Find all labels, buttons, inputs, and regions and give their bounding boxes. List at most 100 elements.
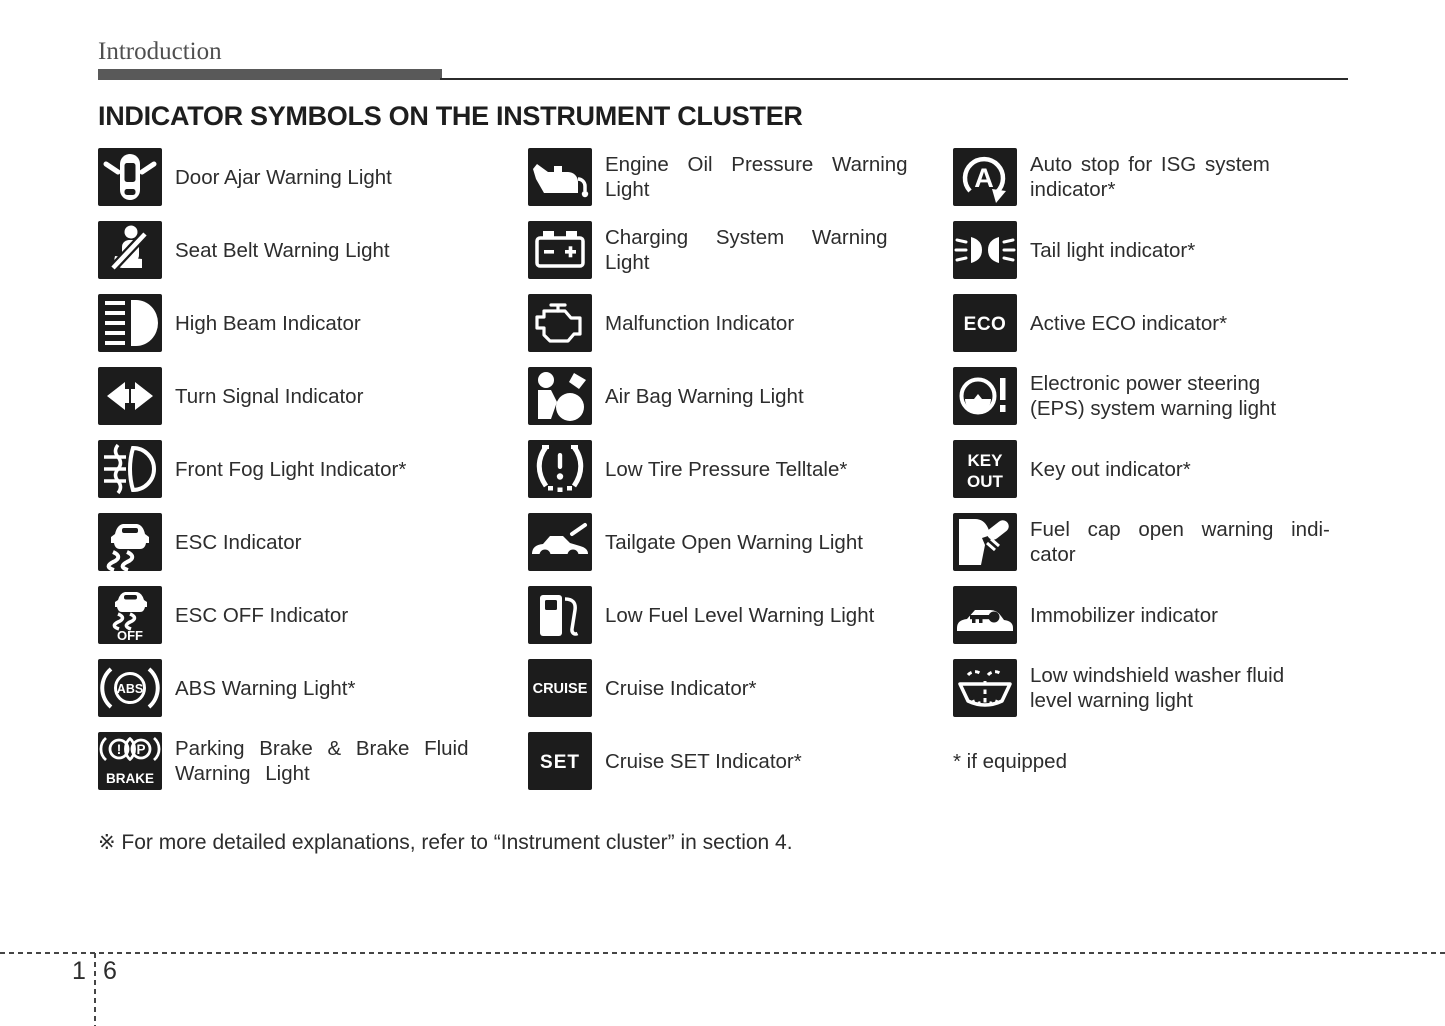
indicator-label: Auto stop for ISG system indicator* <box>1030 153 1270 201</box>
indicator-label: Low Fuel Level Warning Light <box>605 603 875 627</box>
seat-belt-icon <box>98 221 162 279</box>
indicator-label: Parking Brake & Brake Fluid Warning Ligh… <box>175 737 469 785</box>
indicator-label: Active ECO indicator* <box>1030 311 1228 335</box>
cruise-icon: CRUISE <box>528 659 592 717</box>
indicator-label: Tail light indicator* <box>1030 238 1196 262</box>
esc-off-icon: OFF <box>98 586 162 644</box>
row-turn-signal: Turn Signal Indicator <box>98 367 516 425</box>
row-malfunction: Malfunction Indicator <box>528 294 944 352</box>
parking-brake-icon: ! P BRAKE <box>98 732 162 790</box>
key-text: KEY <box>968 451 1004 470</box>
front-fog-light-icon <box>98 440 162 498</box>
engine-oil-icon <box>528 148 592 206</box>
indicator-label: High Beam Indicator <box>175 311 361 335</box>
brake-text: BRAKE <box>106 771 154 786</box>
if-equipped-note: * if equipped <box>953 749 1067 773</box>
abs-icon: ABS <box>98 659 162 717</box>
indicator-label: Fuel cap open warning indi- cator <box>1030 518 1330 566</box>
section-kicker: Introduction <box>98 38 222 65</box>
turn-signal-icon <box>98 367 162 425</box>
indicator-label: Low Tire Pressure Telltale* <box>605 457 848 481</box>
indicator-label: Front Fog Light Indicator* <box>175 457 407 481</box>
abs-text: ABS <box>117 682 143 696</box>
row-abs: ABS ABS Warning Light* <box>98 659 516 717</box>
indicator-label: ABS Warning Light* <box>175 676 356 700</box>
isg-auto-stop-icon: A <box>953 148 1017 206</box>
high-beam-icon <box>98 294 162 352</box>
row-engine-oil: Engine Oil Pressure Warning Light <box>528 148 944 206</box>
indicator-label: Low windshield washer fluid level warnin… <box>1030 664 1285 712</box>
door-ajar-icon <box>98 148 162 206</box>
indicator-label: Malfunction Indicator <box>605 311 795 335</box>
tire-pressure-icon <box>528 440 592 498</box>
tail-light-icon <box>953 221 1017 279</box>
esc-icon <box>98 513 162 571</box>
row-if-equipped: * if equipped <box>953 732 1345 790</box>
page-number: 6 <box>103 957 117 985</box>
indicator-label: Cruise SET Indicator* <box>605 749 802 773</box>
footer-dashed-divider <box>94 953 96 1026</box>
row-front-fog: Front Fog Light Indicator* <box>98 440 516 498</box>
row-isg-auto-stop: A Auto stop for ISG system indicator* <box>953 148 1345 206</box>
row-active-eco: ECO Active ECO indicator* <box>953 294 1345 352</box>
eco-text: ECO <box>964 314 1007 335</box>
indicator-label: Charging System Warning Light <box>605 226 888 274</box>
row-esc-off: OFF ESC OFF Indicator <box>98 586 516 644</box>
row-seat-belt: Seat Belt Warning Light <box>98 221 516 279</box>
key-out-icon: KEY OUT <box>953 440 1017 498</box>
cruise-text: CRUISE <box>533 681 588 697</box>
indicator-label: Immobilizer indicator <box>1030 603 1218 627</box>
low-fuel-icon <box>528 586 592 644</box>
row-cruise: CRUISE Cruise Indicator* <box>528 659 944 717</box>
eps-warning-icon <box>953 367 1017 425</box>
isg-a-text: A <box>974 163 994 193</box>
washer-fluid-icon <box>953 659 1017 717</box>
active-eco-icon: ECO <box>953 294 1017 352</box>
immobilizer-icon <box>953 586 1017 644</box>
p-text: P <box>136 742 145 757</box>
air-bag-icon <box>528 367 592 425</box>
row-fuel-cap-open: Fuel cap open warning indi- cator <box>953 513 1345 571</box>
row-tail-light: Tail light indicator* <box>953 221 1345 279</box>
indicator-column-3: A Auto stop for ISG system indicator* Ta… <box>953 148 1345 790</box>
row-cruise-set: SET Cruise SET Indicator* <box>528 732 944 790</box>
indicator-label: Turn Signal Indicator <box>175 384 364 408</box>
footnote: ※ For more detailed explanations, refer … <box>98 831 793 854</box>
indicator-column-2: Engine Oil Pressure Warning Light Chargi… <box>528 148 944 790</box>
indicator-column-1: Door Ajar Warning Light Seat Belt Warnin… <box>98 148 516 790</box>
footer-dashed-rule <box>0 952 1445 954</box>
indicator-label: Air Bag Warning Light <box>605 384 804 408</box>
indicator-label: Engine Oil Pressure Warning Light <box>605 153 908 201</box>
row-tailgate-open: Tailgate Open Warning Light <box>528 513 944 571</box>
row-eps-warning: Electronic power steering (EPS) system w… <box>953 367 1345 425</box>
page-title: INDICATOR SYMBOLS ON THE INSTRUMENT CLUS… <box>98 101 803 131</box>
indicator-label: Seat Belt Warning Light <box>175 238 390 262</box>
row-air-bag: Air Bag Warning Light <box>528 367 944 425</box>
indicator-label: Electronic power steering (EPS) system w… <box>1030 372 1277 420</box>
indicator-label: Tailgate Open Warning Light <box>605 530 863 554</box>
set-text: SET <box>540 752 580 773</box>
tailgate-open-icon <box>528 513 592 571</box>
row-tire-pressure: Low Tire Pressure Telltale* <box>528 440 944 498</box>
fuel-cap-open-icon <box>953 513 1017 571</box>
chapter-number: 1 <box>72 957 86 985</box>
row-high-beam: High Beam Indicator <box>98 294 516 352</box>
indicator-label: ESC OFF Indicator <box>175 603 349 627</box>
row-charging-system: Charging System Warning Light <box>528 221 944 279</box>
indicator-label: Cruise Indicator* <box>605 676 757 700</box>
check-engine-icon <box>528 294 592 352</box>
header-bar <box>98 69 442 80</box>
cruise-set-icon: SET <box>528 732 592 790</box>
battery-icon <box>528 221 592 279</box>
row-low-fuel: Low Fuel Level Warning Light <box>528 586 944 644</box>
row-immobilizer: Immobilizer indicator <box>953 586 1345 644</box>
row-door-ajar: Door Ajar Warning Light <box>98 148 516 206</box>
indicator-label: Door Ajar Warning Light <box>175 165 392 189</box>
esc-off-text: OFF <box>117 628 143 643</box>
indicator-label: ESC Indicator <box>175 530 302 554</box>
row-key-out: KEY OUT Key out indicator* <box>953 440 1345 498</box>
header-rule <box>440 78 1348 80</box>
row-washer-fluid: Low windshield washer fluid level warnin… <box>953 659 1345 717</box>
row-parking-brake: ! P BRAKE Parking Brake & Brake Fluid Wa… <box>98 732 516 790</box>
